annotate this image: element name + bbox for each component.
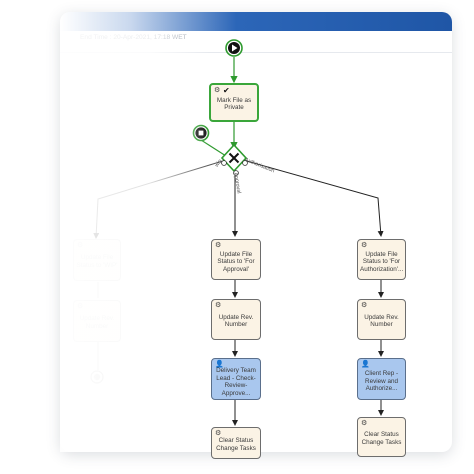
header-divider (60, 52, 452, 53)
task-label: Update Rev. Number (218, 313, 254, 329)
gear-icon: ⚙ (361, 420, 368, 427)
check-icon: ✔ (223, 86, 230, 95)
task-middle-review-approve[interactable]: 👤 Delivery Team Lead - Check-Review-Appr… (211, 358, 261, 400)
task-label: Update Rev. Number (364, 313, 399, 329)
task-label: Client Rep - Review and Authorize... (364, 369, 399, 393)
task-label: Mark File as Private (216, 96, 252, 112)
gear-icon: ⚙ (215, 242, 222, 249)
gear-icon: ⚙ (361, 242, 368, 249)
task-middle-update-status[interactable]: ⚙ Update File Status to 'For Approval' (211, 239, 261, 280)
edge-stop-to-gateway (200, 139, 227, 157)
gear-icon: ⚙ (77, 242, 84, 249)
end-event-icon (90, 370, 104, 384)
gear-icon: ⚙ (215, 430, 222, 437)
task-right-update-rev[interactable]: ⚙ Update Rev. Number (357, 299, 406, 340)
task-label: Update File Status to 'For Authorization… (360, 250, 404, 273)
edge-gateway-to-left (93, 159, 227, 239)
start-event-icon[interactable] (225, 39, 243, 57)
gear-icon: ⚙ (361, 302, 368, 309)
task-label: Update File Status to 'For Approval' (217, 250, 255, 273)
gear-icon: ⚙ (77, 303, 84, 310)
task-right-review-authorize[interactable]: 👤 Client Rep - Review and Authorize... (357, 358, 406, 400)
task-label: Clear Status Change Tasks (361, 430, 402, 446)
exclusive-gateway-icon[interactable] (220, 143, 248, 173)
task-middle-update-rev[interactable]: ⚙ Update Rev. Number (211, 299, 261, 340)
stop-event-icon[interactable] (192, 124, 210, 142)
task-mark-file-private[interactable]: ⚙ ✔ Mark File as Private (209, 83, 259, 122)
task-left-update-rev[interactable]: ⚙ Update Rev. Number (73, 300, 121, 342)
task-label: Update Rev. Number (79, 314, 115, 330)
gear-icon: ⚙ (214, 87, 221, 94)
task-label: Delivery Team Lead - Check-Review-Approv… (216, 366, 256, 397)
user-icon: 👤 (215, 361, 224, 368)
user-icon: 👤 (361, 361, 370, 368)
gear-icon: ⚙ (215, 302, 222, 309)
edge-gateway-to-right (242, 159, 384, 237)
window-title-bar (60, 12, 452, 31)
task-label: Clear Status Change Tasks (216, 436, 256, 452)
task-middle-clear-status[interactable]: ⚙ Clear Status Change Tasks (211, 427, 261, 459)
task-left-update-status[interactable]: ⚙ Update File Status to 'WIP' (73, 239, 121, 281)
task-right-update-status[interactable]: ⚙ Update File Status to 'For Authorizati… (357, 239, 406, 280)
task-label: Update File Status to 'WIP' (76, 253, 118, 269)
task-right-clear-status[interactable]: ⚙ Clear Status Change Tasks (357, 417, 406, 457)
